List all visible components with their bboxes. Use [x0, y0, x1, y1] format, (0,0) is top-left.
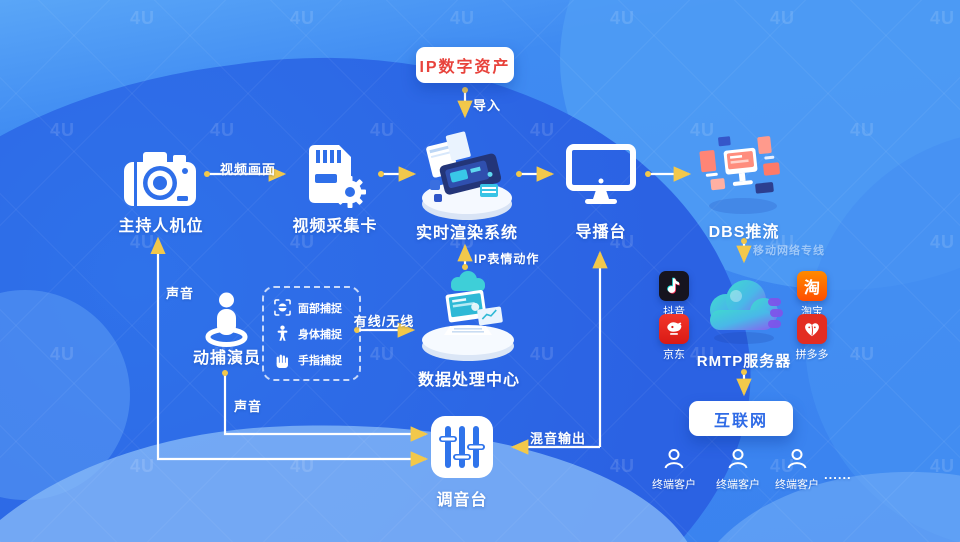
mixer-icon: [431, 416, 493, 478]
ip-asset-box: IP数字资产: [416, 47, 514, 83]
person-outline-icon: [787, 449, 807, 469]
ip-expression-label: IP表情动作: [474, 252, 540, 266]
sound-camera-label: 声音: [166, 286, 195, 301]
sound-actor-label: 声音: [234, 399, 263, 414]
edge-sound-camera: [150, 236, 429, 467]
jd-icon: [659, 314, 689, 344]
body-capture-label: 身体捕捉: [298, 328, 342, 341]
person-outline-icon: [664, 449, 684, 469]
person-outline-icon: [728, 449, 748, 469]
finger-capture-label: 手指捕捉: [298, 354, 342, 367]
pinduoduo-icon: [797, 314, 827, 344]
video-frame-label: 视频画面: [220, 162, 277, 177]
face-capture-icon: [274, 299, 291, 316]
rmtp-server-label: RMTP服务器: [696, 353, 792, 370]
taobao-glyph: 淘: [803, 280, 820, 297]
rmtp-cloud-icon: [710, 280, 783, 344]
ip-asset-label: IP数字资产: [419, 59, 511, 76]
edge-sound-actor: [223, 375, 429, 442]
internet-label: 互联网: [713, 412, 768, 430]
capture-card-icon: [309, 145, 366, 208]
client-2-label: 终端客户: [716, 479, 760, 491]
client-3-label: 终端客户: [775, 479, 819, 491]
capture-row-finger: 手指捕捉: [274, 351, 349, 368]
capture-methods-box: 面部捕捉 身体捕捉 手指捕捉: [262, 286, 361, 381]
face-capture-label: 面部捕捉: [298, 302, 342, 315]
render-system-icon: [422, 131, 512, 220]
jd-label: 京东: [663, 349, 685, 361]
director-monitor-icon: [566, 144, 636, 204]
wired-wireless-label: 有线/无线: [353, 314, 415, 329]
taobao-icon: 淘: [797, 271, 827, 301]
camera-icon: [124, 152, 196, 206]
director-label: 导播台: [575, 224, 627, 241]
mix-output-label: 混音输出: [530, 431, 587, 446]
hand-capture-icon: [276, 354, 288, 368]
data-center-label: 数据处理中心: [417, 372, 520, 389]
mocap-actor-icon: [205, 292, 248, 347]
dbs-push-label: DBS推流: [708, 224, 780, 241]
client-2: 终端客户: [703, 447, 773, 492]
import-label: 导入: [473, 98, 502, 113]
data-center-icon: [422, 271, 514, 361]
capture-row-body: 身体捕捉: [274, 325, 349, 342]
internet-box: 互联网: [689, 401, 793, 436]
client-1-label: 终端客户: [652, 479, 696, 491]
douyin-icon: [659, 271, 689, 301]
clients-ellipsis: ......: [824, 467, 852, 482]
mixer-label: 调音台: [436, 492, 488, 509]
capture-card-label: 视频采集卡: [292, 218, 378, 235]
client-3: 终端客户: [762, 447, 832, 492]
capture-row-face: 面部捕捉: [274, 299, 349, 316]
client-1: 终端客户: [639, 447, 709, 492]
pinduoduo-label: 拼多多: [795, 349, 829, 361]
body-capture-icon: [277, 325, 288, 341]
host-camera-label: 主持人机位: [118, 218, 204, 235]
render-system-label: 实时渲染系统: [415, 225, 518, 242]
mobile-line-label: 移动网络专线: [753, 245, 825, 257]
dbs-push-icon: [699, 136, 780, 214]
